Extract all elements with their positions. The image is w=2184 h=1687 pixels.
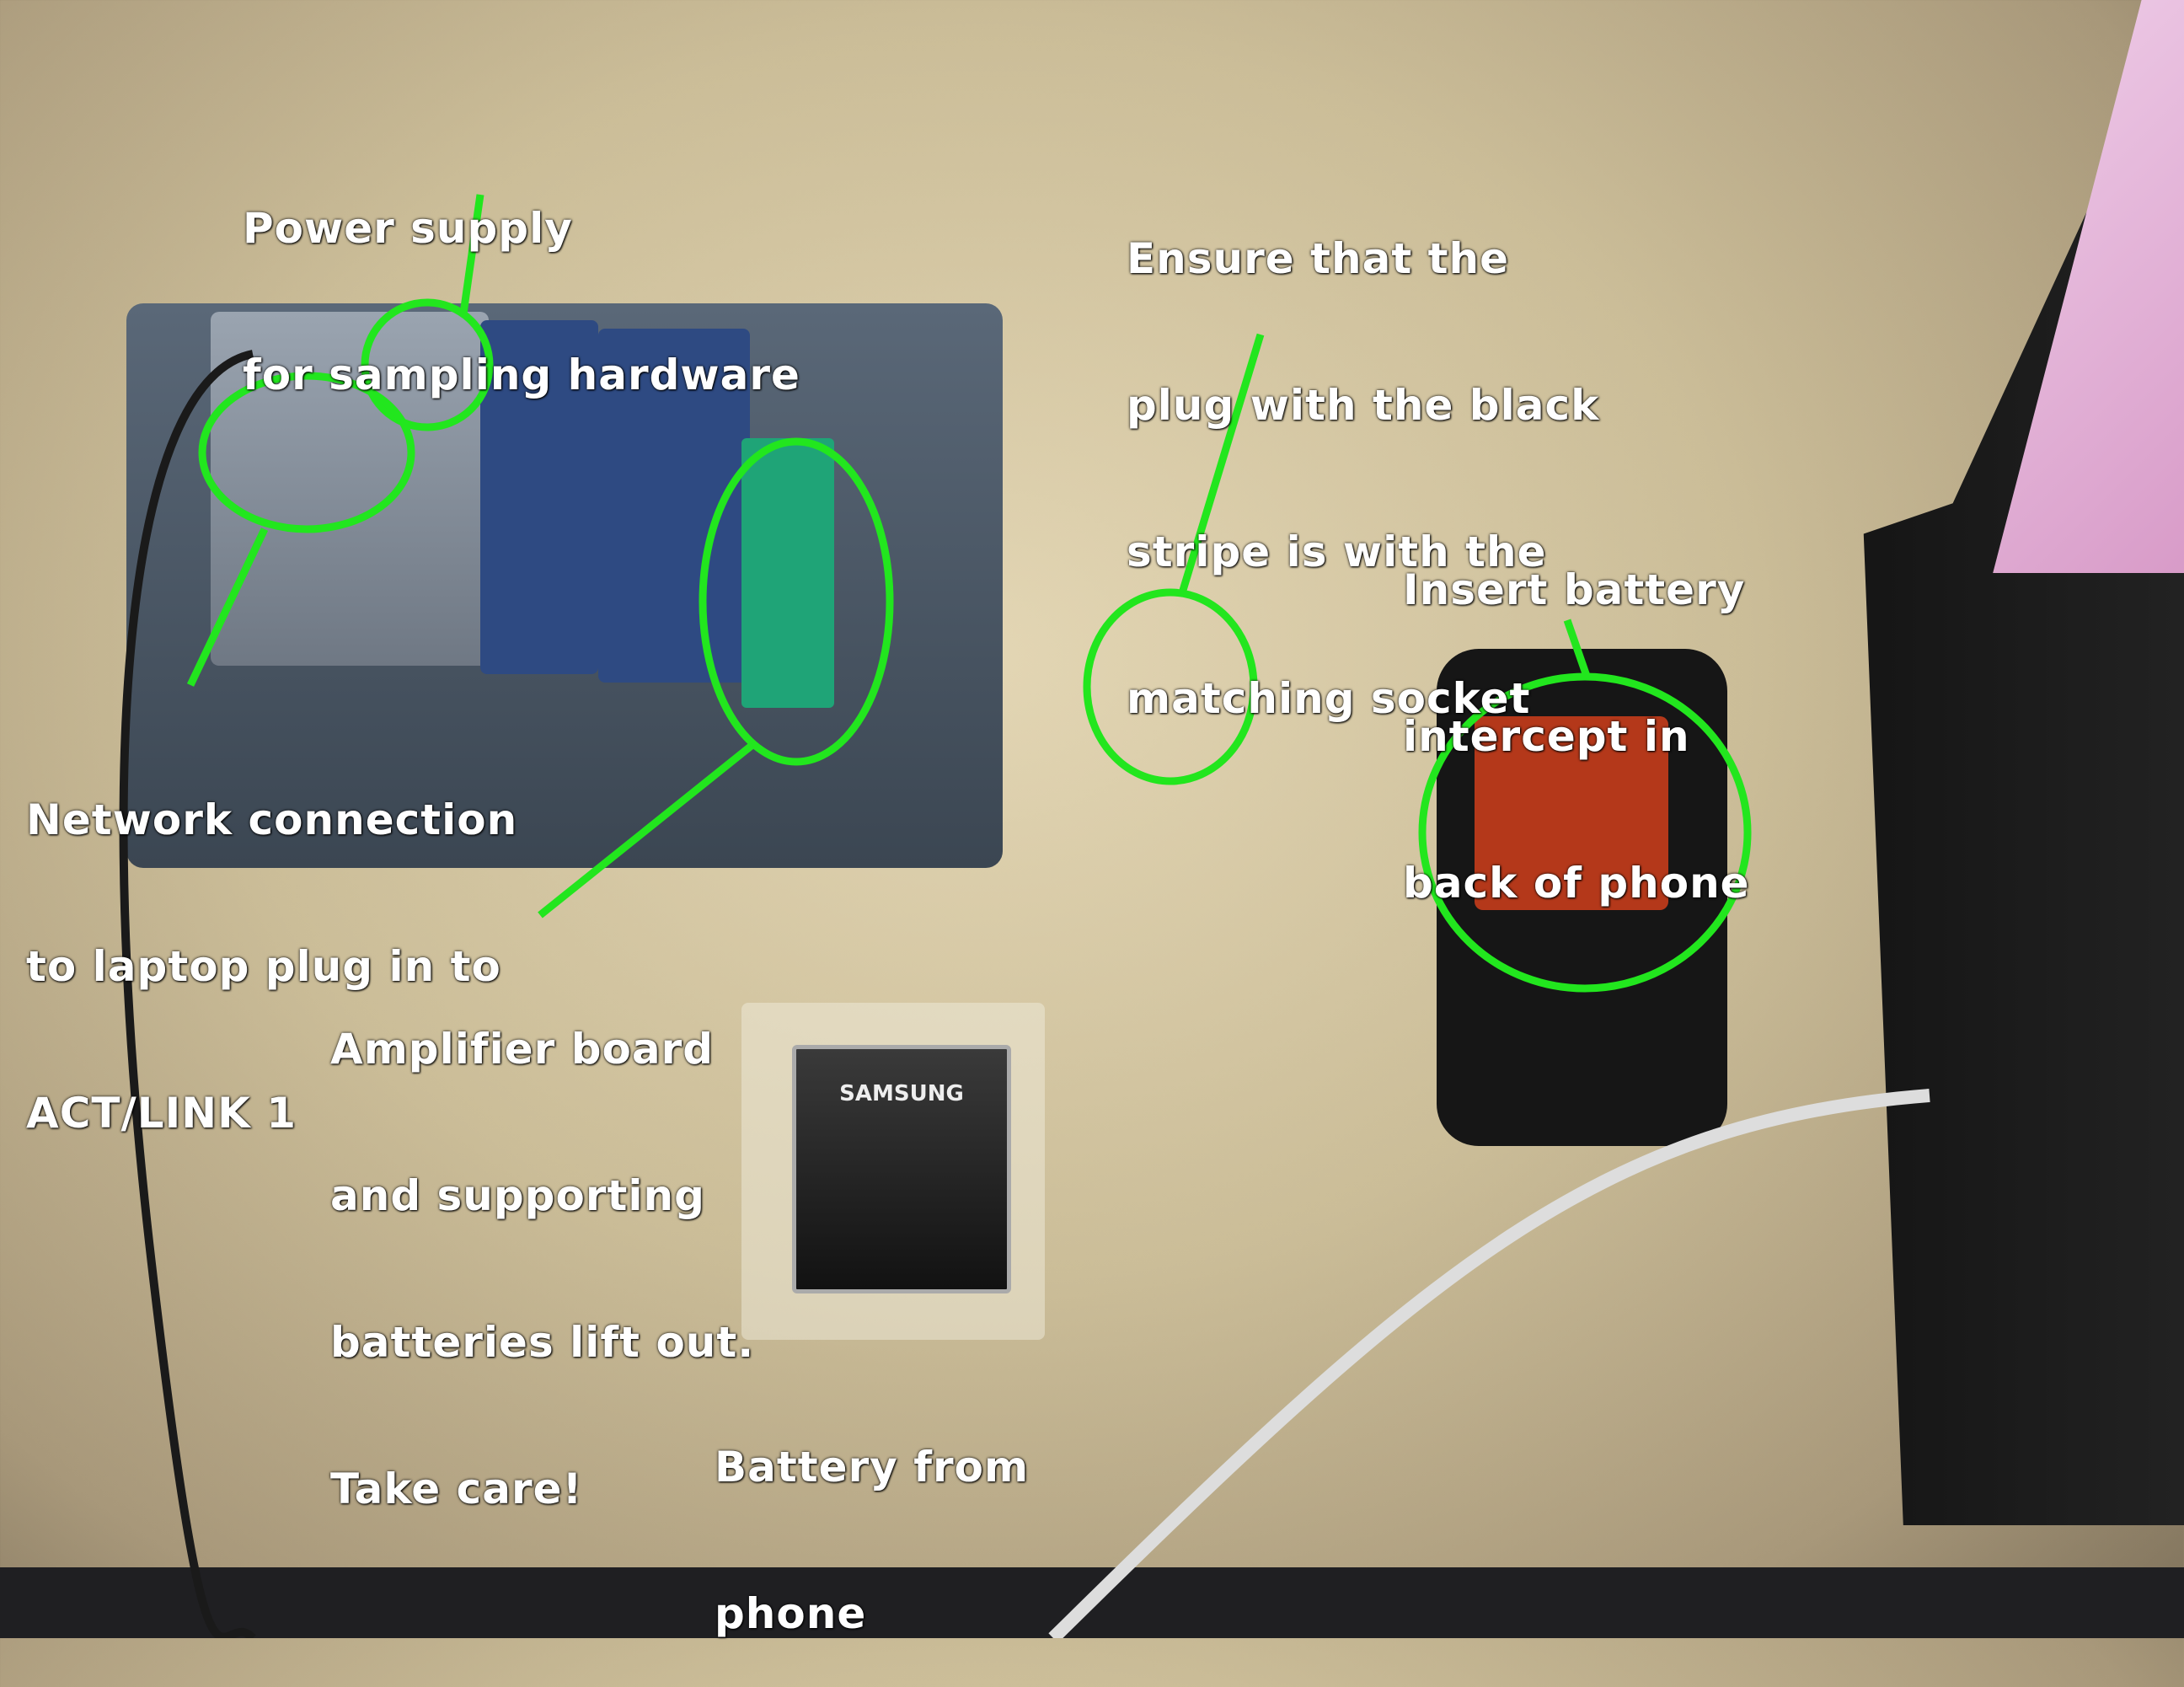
power-supply-pointer xyxy=(459,194,484,314)
label-line: batteries lift out. xyxy=(330,1318,755,1367)
label-line: ACT/LINK 1 xyxy=(26,1089,297,1138)
label-line: for sampling hardware xyxy=(243,351,800,399)
label-line: stripe is with the xyxy=(1127,528,1547,576)
label-line: matching socket xyxy=(1127,674,1531,723)
plug-pointer xyxy=(1177,333,1265,597)
battery-intercept-label: Insert battery intercept in back of phon… xyxy=(1403,468,1750,956)
label-line: Amplifier board xyxy=(330,1025,715,1074)
label-line: intercept in xyxy=(1403,712,1690,761)
plug-stripe-label: Ensure that the plug with the black stri… xyxy=(1127,137,1599,772)
io-module-1 xyxy=(480,320,598,674)
battery-intercept-pointer xyxy=(1563,619,1592,680)
label-line: Network connection xyxy=(26,795,518,844)
battery-phone-label: Battery from phone xyxy=(715,1345,1029,1687)
controller-module xyxy=(211,312,489,666)
network-highlight xyxy=(198,372,415,533)
amplifier-highlight xyxy=(699,437,894,766)
network-label: Network connection to laptop plug in to … xyxy=(26,698,517,1186)
power-supply-highlight xyxy=(361,298,494,431)
label-line: to laptop plug in to xyxy=(26,942,501,991)
annotation-overlay xyxy=(119,194,1930,1638)
amplifier-label: Amplifier board and supporting batteries… xyxy=(330,927,754,1562)
samsung-battery: SAMSUNG xyxy=(792,1045,1011,1293)
label-line: plug with the black xyxy=(1127,381,1600,430)
label-line: Ensure that the xyxy=(1127,234,1510,283)
phone-battery-intercept xyxy=(1475,716,1668,910)
label-line: Power supply xyxy=(243,204,573,253)
network-pointer xyxy=(186,528,269,687)
label-line: phone xyxy=(715,1589,867,1638)
label-line: Battery from xyxy=(715,1443,1030,1492)
usb-cable xyxy=(1048,1089,1930,1638)
label-line: and supporting xyxy=(330,1171,705,1220)
network-cable xyxy=(119,350,256,1638)
amplifier-board xyxy=(741,438,834,708)
battery-brand: SAMSUNG xyxy=(839,1081,964,1106)
amplifier-pointer xyxy=(538,742,755,918)
label-line: Take care! xyxy=(330,1465,583,1513)
power-supply-label: Power supply for sampling hardware xyxy=(243,106,800,448)
label-line: back of phone xyxy=(1403,859,1750,908)
plug-highlight xyxy=(1083,588,1258,785)
label-line: Insert battery xyxy=(1403,565,1746,614)
